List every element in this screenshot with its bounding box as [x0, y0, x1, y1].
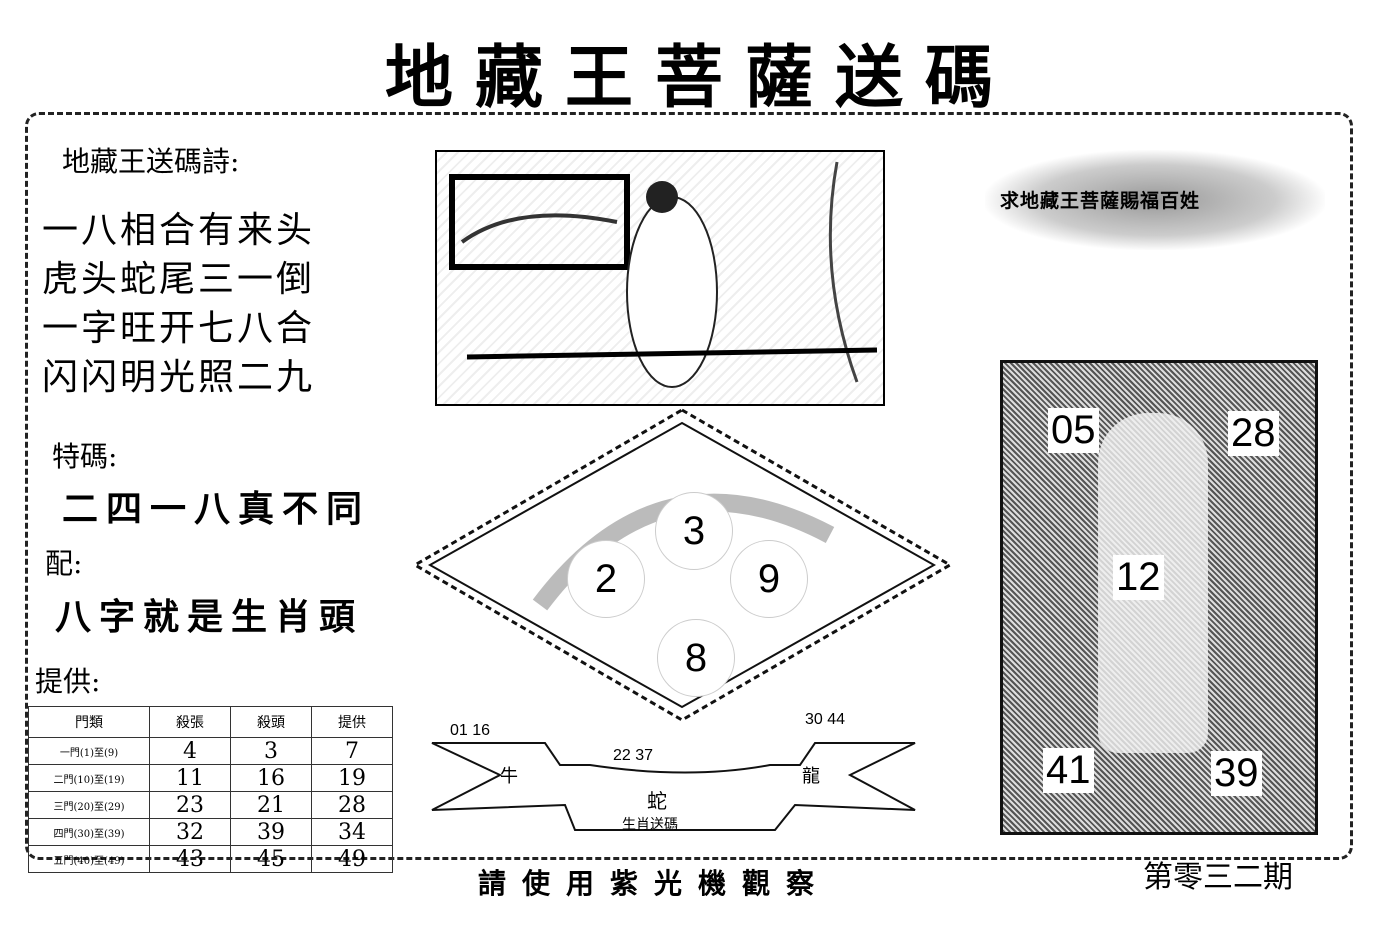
match-label: 配: [45, 547, 83, 580]
cell: 45 [230, 845, 312, 873]
zodiac-banner [431, 742, 916, 831]
header-cell: 殺張 [149, 706, 231, 738]
number-ball: 8 [657, 619, 735, 697]
header-cell: 提供 [311, 706, 393, 738]
match-text: 八字就是生肖頭 [55, 596, 364, 638]
number-ball: 3 [655, 492, 733, 570]
banner-left-numbers: 01 16 [450, 722, 491, 739]
number-ball: 9 [730, 540, 808, 618]
cell: 11 [149, 764, 231, 792]
footer-note: 請使用紫光機觀察 [478, 867, 831, 900]
issue-number: 第零三二期 [1143, 860, 1293, 895]
provide-label: 提供: [35, 665, 101, 698]
poem-line: 一字旺开七八合 [42, 308, 316, 349]
buddha-number-panel: 05 28 12 41 39 [1000, 360, 1318, 835]
poem-line: 一八相合有来头 [42, 210, 316, 251]
panel-number: 05 [1048, 408, 1099, 453]
poem: 一八相合有来头 虎头蛇尾三一倒 一字旺开七八合 闪闪明光照二九 [42, 206, 315, 402]
row-label: 三門(20)至(29) [28, 791, 150, 819]
banner-center-numbers: 22 37 [613, 747, 654, 764]
cell: 16 [230, 764, 312, 792]
poem-line: 虎头蛇尾三一倒 [42, 259, 316, 300]
page-title: 地藏王菩薩送碼 [384, 38, 1015, 118]
dashed-frame [25, 112, 1353, 860]
panel-number: 41 [1043, 748, 1094, 793]
poem-line: 闪闪明光照二九 [42, 357, 316, 398]
panel-number: 39 [1211, 751, 1262, 796]
cell: 28 [311, 791, 393, 819]
row-label: 一門(1)至(9) [28, 737, 150, 765]
cell: 23 [149, 791, 231, 819]
top-right-banner-text: 求地藏王菩薩賜福百姓 [1000, 190, 1201, 212]
top-right-emblem [985, 150, 1325, 250]
banner-caption: 生肖送碼 [622, 817, 678, 833]
header-cell: 殺頭 [230, 706, 312, 738]
banner-right-numbers: 30 44 [805, 711, 846, 728]
special-label: 特碼: [52, 440, 118, 473]
cell: 3 [230, 737, 312, 765]
cell: 4 [149, 737, 231, 765]
lute-player-illustration [435, 150, 885, 406]
cell: 21 [230, 791, 312, 819]
poem-heading: 地藏王送碼詩: [62, 145, 240, 178]
cell: 34 [311, 818, 393, 846]
cell: 32 [149, 818, 231, 846]
cell: 49 [311, 845, 393, 873]
table-header-row: 門類 殺張 殺頭 提供 [28, 706, 393, 738]
number-ball: 2 [567, 540, 645, 618]
banner-right-zodiac: 龍 [802, 766, 820, 787]
row-label: 四門(30)至(39) [28, 818, 150, 846]
row-label: 二門(10)至(19) [28, 764, 150, 792]
banner-left-zodiac: 牛 [500, 766, 518, 787]
cell: 39 [230, 818, 312, 846]
special-text: 二四一八真不同 [62, 488, 371, 530]
cell: 7 [311, 737, 393, 765]
row-label: 五門(40)至(49) [28, 845, 150, 873]
banner-center-zodiac: 蛇 [647, 789, 667, 813]
illustration-sketch [449, 161, 878, 388]
panel-number: 28 [1228, 411, 1279, 456]
header-cell: 門類 [28, 706, 150, 738]
cell: 19 [311, 764, 393, 792]
panel-number: 12 [1113, 555, 1164, 600]
cell: 43 [149, 845, 231, 873]
